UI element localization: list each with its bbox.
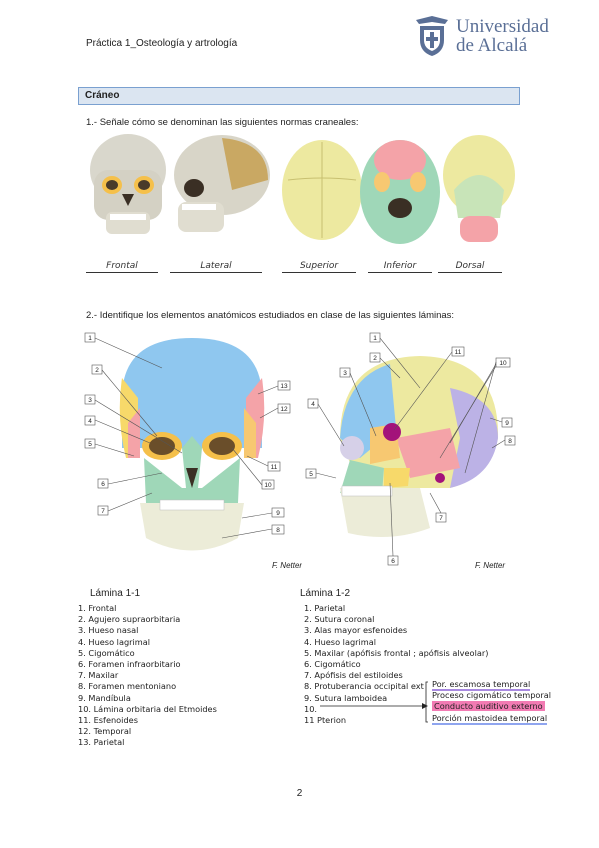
skull-superior-view bbox=[282, 140, 362, 240]
lamina-1-2-title: Lámina 1-2 bbox=[300, 588, 351, 599]
lamina2-item: 10. bbox=[304, 703, 318, 714]
lamina2-item: 1. Parietal bbox=[304, 603, 346, 613]
skull-inferior-view bbox=[360, 140, 440, 244]
norm-answer-3: Superior bbox=[282, 261, 356, 273]
temporal-part-3: Conducto auditivo externo bbox=[432, 701, 545, 712]
lamina-1-1-list: 1. Frontal 2. Agujero supraorbitaria 3. … bbox=[78, 603, 217, 749]
plate1-callout-10: 10 bbox=[264, 482, 272, 489]
university-crest-icon bbox=[416, 16, 448, 56]
norm-answer-1: Frontal bbox=[86, 261, 158, 273]
logo-text-line2: de Alcalá bbox=[456, 35, 528, 56]
item-10-arrow bbox=[320, 681, 428, 723]
plate2-callout-8: 8 bbox=[508, 438, 512, 445]
lamina-1-2-list: 1. Parietal 2. Sutura coronal 3. Alas ma… bbox=[304, 603, 488, 726]
lamina1-item: 4. Hueso lagrimal bbox=[78, 636, 151, 647]
plate1-callout-3: 3 bbox=[88, 397, 92, 404]
lamina1-item: 5. Cigomático bbox=[78, 647, 135, 658]
lamina1-item: 6. Foramen infraorbitario bbox=[78, 659, 181, 670]
lamina1-item: 13. Parietal bbox=[78, 737, 125, 748]
question-1-text: 1.- Señale cómo se denominan las siguien… bbox=[86, 117, 359, 128]
lamina2-item: 11 Pterion bbox=[304, 715, 347, 726]
lamina-1-1-title: Lámina 1-1 bbox=[90, 588, 141, 599]
university-logo: Universidad de Alcalá bbox=[412, 14, 552, 58]
document-header-title: Práctica 1_Osteología y artrología bbox=[86, 38, 238, 49]
plate-1-1-frontal-skull: 1 2 3 4 5 6 7 8 9 10 11 12 13 F. Netter bbox=[84, 332, 302, 570]
norm-answer-5: Dorsal bbox=[438, 261, 502, 273]
plate1-callout-12: 12 bbox=[280, 406, 288, 413]
section-heading-bar: Cráneo bbox=[78, 87, 520, 105]
plate2-callout-7: 7 bbox=[439, 515, 443, 522]
lamina2-item: 8. Protuberancia occipital ext bbox=[304, 681, 424, 692]
question-2-text: 2.- Identifique los elementos anatómicos… bbox=[86, 310, 455, 321]
temporal-part-1: Por. escamosa temporal bbox=[432, 679, 531, 691]
plate2-callout-6: 6 bbox=[391, 558, 395, 565]
page-number: 2 bbox=[296, 788, 303, 799]
plate2-callout-11: 11 bbox=[455, 349, 462, 356]
skull-frontal-view bbox=[90, 134, 166, 234]
lamina2-item: 3. Alas mayor esfenoides bbox=[304, 625, 408, 636]
skull-lateral-view bbox=[174, 135, 270, 232]
plate1-callout-8: 8 bbox=[276, 527, 280, 534]
plate1-callout-13: 13 bbox=[280, 383, 288, 390]
lamina2-item: 2. Sutura coronal bbox=[304, 614, 375, 625]
lamina1-item: 12. Temporal bbox=[78, 726, 132, 737]
plate2-callout-9: 9 bbox=[505, 420, 509, 427]
lamina1-item: 9. Mandíbula bbox=[78, 692, 131, 703]
plate1-callout-2: 2 bbox=[95, 367, 99, 374]
lamina1-item: 3. Hueso nasal bbox=[78, 625, 139, 636]
plate2-callout-4: 4 bbox=[311, 401, 315, 408]
plate2-callout-2: 2 bbox=[373, 355, 377, 362]
plate1-callout-1: 1 bbox=[88, 335, 92, 342]
plate1-callout-4: 4 bbox=[88, 418, 92, 425]
lamina1-item: 2. Agujero supraorbitaria bbox=[78, 614, 181, 625]
lamina2-item: 6. Cigomático bbox=[304, 659, 361, 670]
norm-answer-2: Lateral bbox=[170, 261, 262, 273]
temporal-parts-list: Por. escamosa temporal Proceso cigomátic… bbox=[432, 679, 552, 725]
lamina2-item: 9. Sutura lamboidea bbox=[304, 692, 388, 703]
plate2-signature: F. Netter bbox=[475, 561, 505, 570]
plate1-callout-5: 5 bbox=[88, 441, 92, 448]
temporal-part-2: Proceso cigomático temporal bbox=[432, 690, 552, 701]
lamina1-item: 10. Lámina orbitaria del Etmoides bbox=[78, 703, 217, 714]
plate1-callout-7: 7 bbox=[101, 508, 105, 515]
lamina1-item: 7. Maxilar bbox=[78, 670, 119, 681]
skull-norms-figure bbox=[90, 134, 515, 244]
plate2-callout-10: 10 bbox=[499, 360, 507, 367]
logo-text-line1: Universidad bbox=[456, 16, 549, 37]
plate2-callout-5: 5 bbox=[309, 471, 313, 478]
lamina1-item: 1. Frontal bbox=[78, 603, 117, 613]
plate1-callout-11: 11 bbox=[271, 464, 278, 471]
lamina2-item: 4. Hueso lagrimal bbox=[304, 636, 377, 647]
plate-1-2-lateral-skull: 1 2 3 4 5 6 7 8 9 10 11 F. Netter bbox=[305, 332, 516, 570]
lamina2-item: 7. Apófisis del estiloides bbox=[304, 670, 403, 681]
norm-answer-4: Inferior bbox=[368, 261, 432, 273]
lamina2-item: 5. Maxilar (apófisis frontal ; apófisis … bbox=[304, 647, 489, 658]
section-title: Cráneo bbox=[85, 90, 120, 101]
lamina1-item: 8. Foramen mentoniano bbox=[78, 681, 177, 692]
plate2-callout-1: 1 bbox=[373, 335, 377, 342]
skull-dorsal-view bbox=[443, 135, 515, 242]
plate2-callout-3: 3 bbox=[343, 370, 347, 377]
lamina1-item: 11. Esfenoides bbox=[78, 715, 138, 726]
plate1-callout-6: 6 bbox=[101, 481, 105, 488]
temporal-part-4: Porción mastoidea temporal bbox=[432, 712, 548, 725]
plate1-callout-9: 9 bbox=[276, 510, 280, 517]
plate1-signature: F. Netter bbox=[272, 561, 302, 570]
